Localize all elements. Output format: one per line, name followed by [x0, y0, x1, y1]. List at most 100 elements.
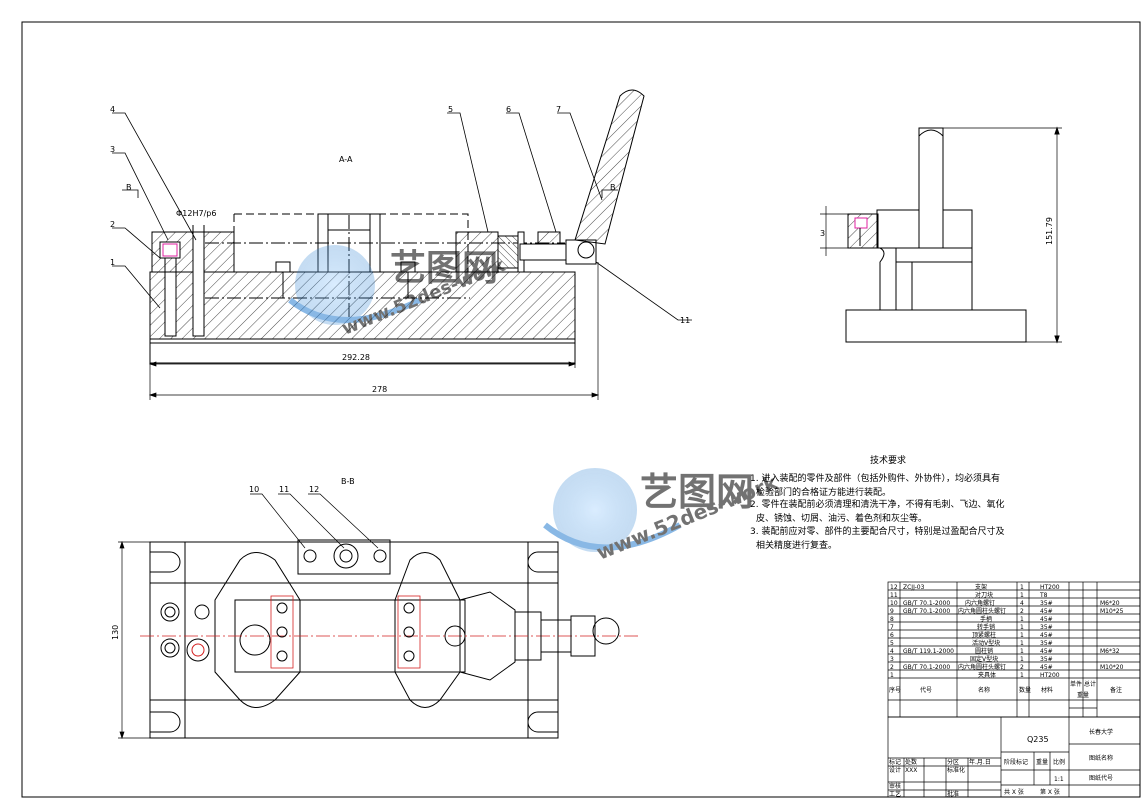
fit-annotation: Φ12H7/p6 [176, 209, 216, 218]
bom-no: 6 [890, 632, 894, 639]
bom-header-weight: 重量 [1077, 691, 1089, 699]
bom-qty: 2 [1020, 664, 1024, 671]
title-block-grid [887, 716, 1141, 798]
bom-no: 12 [890, 584, 898, 591]
bom-no: 3 [890, 656, 894, 663]
dim-side-small: 3 [820, 229, 825, 238]
bom-name: 内六角圆柱头螺钉 [958, 663, 1006, 671]
bom-material: 45# [1040, 608, 1053, 615]
bom-qty: 1 [1020, 592, 1024, 599]
front-section-view [149, 89, 645, 364]
bom-note: M6*20 [1100, 600, 1120, 607]
bom-code: ZCJJ-03 [903, 584, 925, 591]
tb-label-mark: 标记 [889, 758, 901, 766]
tb-label-review: 审核 [889, 782, 901, 790]
bom-no: 9 [890, 608, 894, 615]
bom-material: HT200 [1040, 584, 1060, 591]
section-label-aa: A-A [339, 155, 353, 164]
callout-5: 5 [448, 105, 453, 114]
movable-v-block [455, 231, 499, 273]
bom-material: HT200 [1040, 672, 1060, 679]
title-stage: 阶段标记 [1004, 758, 1028, 766]
title-weight: 重量 [1036, 758, 1048, 766]
tech-req-line-2: 检验部门的合格证方能进行装配。 [756, 486, 891, 498]
title-scale-value: 1:1 [1054, 776, 1064, 783]
tb-designer: XXX [905, 767, 917, 774]
tech-req-line-4: 皮、锈蚀、切屑、油污、着色剂和灰尘等。 [756, 512, 927, 524]
bom-qty: 1 [1020, 624, 1024, 631]
bom-name: 支架 [975, 583, 987, 591]
tb-label-craft: 工艺 [889, 790, 901, 798]
callout-10: 10 [249, 485, 259, 494]
bom-material: 35# [1040, 656, 1053, 663]
watermark-brand-1: 艺图网 [390, 248, 498, 289]
callout-12: 12 [309, 485, 319, 494]
title-drawing-name: 图纸名称 [1089, 754, 1113, 762]
title-drawing-code: 图纸代号 [1089, 774, 1113, 782]
bom-no: 11 [890, 592, 898, 599]
bom-header-name: 名称 [978, 686, 990, 694]
handle [574, 89, 645, 245]
tb-label-count: 处数 [905, 758, 917, 766]
tb-label-date: 年.月.日 [969, 758, 991, 766]
cut-mark-right: B [610, 183, 616, 192]
bom-material: 45# [1040, 664, 1053, 671]
bom-header-note: 备注 [1110, 686, 1122, 694]
tech-req-line-1: 1. 进入装配的零件及部件（包括外购件、外协件），均必须具有 [750, 472, 1000, 484]
bom-qty: 1 [1020, 584, 1024, 591]
bom-header-single: 单件 [1070, 680, 1082, 688]
bom-note: M6*32 [1100, 648, 1120, 655]
tech-req-line-3: 2. 零件在装配前必须清理和清洗干净，不得有毛刺、飞边、氧化 [750, 498, 1004, 510]
watermark-2: 艺图网 www.52des-work [543, 468, 782, 565]
callout-7: 7 [556, 105, 561, 114]
tb-label-standard: 标准化 [947, 766, 965, 774]
bom-material: 45# [1040, 648, 1053, 655]
callout-1: 1 [110, 258, 115, 267]
bom-name: 圆柱销 [975, 647, 993, 655]
bom-material: 45# [1040, 632, 1053, 639]
title-material: Q235 [1027, 735, 1049, 744]
bom-no: 2 [890, 664, 894, 671]
bom-qty: 1 [1020, 672, 1024, 679]
bom-qty: 4 [1020, 600, 1024, 607]
bom-name: 固定V型块 [970, 655, 998, 663]
bom-material: 35# [1040, 624, 1053, 631]
bom-qty: 1 [1020, 632, 1024, 639]
callout-11b: 11 [279, 485, 289, 494]
bom-qty: 1 [1020, 616, 1024, 623]
bom-qty: 1 [1020, 648, 1024, 655]
dim-inner-length: 292.28 [342, 353, 370, 362]
bom-qty: 1 [1020, 656, 1024, 663]
cut-mark-left: B [126, 183, 132, 192]
sheet-border [21, 21, 1141, 798]
title-scale: 比例 [1053, 758, 1065, 766]
bom-code: GB/T 70.1-2000 [903, 600, 950, 607]
bom-qty: 2 [1020, 608, 1024, 615]
bom-material: 45# [1040, 616, 1053, 623]
bom-header-qty: 数量 [1019, 686, 1031, 694]
bom-name: 内六角圆柱头螺钉 [958, 607, 1006, 615]
title-sheet-no: 第 X 张 [1040, 788, 1060, 796]
bom-name: 活动V型块 [972, 639, 1000, 647]
bom-no: 4 [890, 648, 894, 655]
tb-label-zone: 分区 [947, 758, 959, 766]
callout-6: 6 [506, 105, 511, 114]
tb-label-approve: 批准 [947, 790, 959, 798]
bom-material: 35# [1040, 600, 1053, 607]
bom-code: GB/T 119.1-2000 [903, 648, 954, 655]
bom-no: 10 [890, 600, 898, 607]
bom-name: 顶紧螺柱 [972, 631, 996, 639]
bom-note: M10*20 [1100, 664, 1124, 671]
bom-name: 夹具体 [978, 671, 996, 679]
tech-req-title: 技术要求 [870, 454, 906, 466]
bom-material: T8 [1039, 592, 1048, 599]
bom-name: 转手销 [977, 623, 995, 631]
tech-req-line-5: 3. 装配前应对零、部件的主要配合尺寸，特别是过盈配合尺寸及 [750, 525, 1004, 537]
bom-code: GB/T 70.1-2000 [903, 608, 950, 615]
bom-grid [887, 581, 1141, 718]
side-view [820, 126, 1062, 344]
bom-no: 5 [890, 640, 894, 647]
bom-material: 35# [1040, 640, 1053, 647]
